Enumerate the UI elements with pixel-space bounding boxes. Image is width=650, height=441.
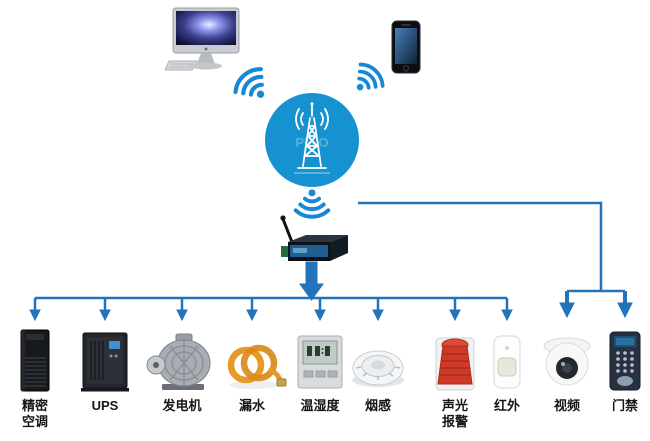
device-access-control: 门禁 bbox=[589, 328, 650, 414]
device-label: 温湿度 bbox=[300, 398, 340, 413]
device-precision-ac: 精密 空调 bbox=[0, 328, 71, 431]
device-infrared: 红外 bbox=[471, 328, 543, 414]
smartphone-icon bbox=[391, 20, 421, 79]
device-smoke-detector: 烟感 bbox=[342, 328, 414, 414]
precision-ac-icon bbox=[0, 328, 71, 394]
wifi-icon-computer bbox=[224, 57, 285, 118]
device-label: 发电机 bbox=[162, 398, 202, 413]
device-label: 门禁 bbox=[611, 398, 638, 413]
device-water-leak: 漏水 bbox=[216, 328, 288, 414]
ups-icon bbox=[69, 328, 141, 394]
device-sound-light-alarm: 声光 报警 bbox=[419, 328, 491, 431]
device-label: UPS bbox=[91, 398, 119, 413]
access-control-icon bbox=[589, 328, 650, 394]
infrared-sensor-icon bbox=[471, 328, 543, 394]
device-label: 漏水 bbox=[238, 398, 265, 413]
hub-watermark: PM.O bbox=[295, 135, 328, 150]
wifi-icon-phone bbox=[338, 53, 393, 108]
device-temp-humidity: 温湿度 bbox=[284, 328, 356, 414]
temp-humidity-panel-icon bbox=[284, 328, 356, 394]
wireless-gateway-icon bbox=[272, 212, 352, 271]
tower-icon bbox=[295, 104, 329, 169]
water-leak-cable-icon bbox=[216, 328, 288, 394]
smoke-detector-icon bbox=[342, 328, 414, 394]
device-label: 烟感 bbox=[364, 398, 391, 413]
wifi-icon-gateway bbox=[291, 182, 333, 222]
device-label: 声光 报警 bbox=[441, 398, 468, 430]
device-label: 红外 bbox=[493, 398, 520, 413]
dome-camera-icon bbox=[531, 328, 603, 394]
generator-icon bbox=[144, 328, 220, 394]
siren-icon bbox=[419, 328, 491, 394]
device-generator: 发电机 bbox=[146, 328, 218, 414]
radio-tower-hub: PM.O bbox=[264, 92, 360, 193]
device-ups: UPS bbox=[69, 328, 141, 414]
device-label: 视频 bbox=[553, 398, 580, 413]
device-label: 精密 空调 bbox=[21, 398, 48, 430]
device-video: 视频 bbox=[531, 328, 603, 414]
desktop-computer-icon bbox=[164, 6, 250, 81]
